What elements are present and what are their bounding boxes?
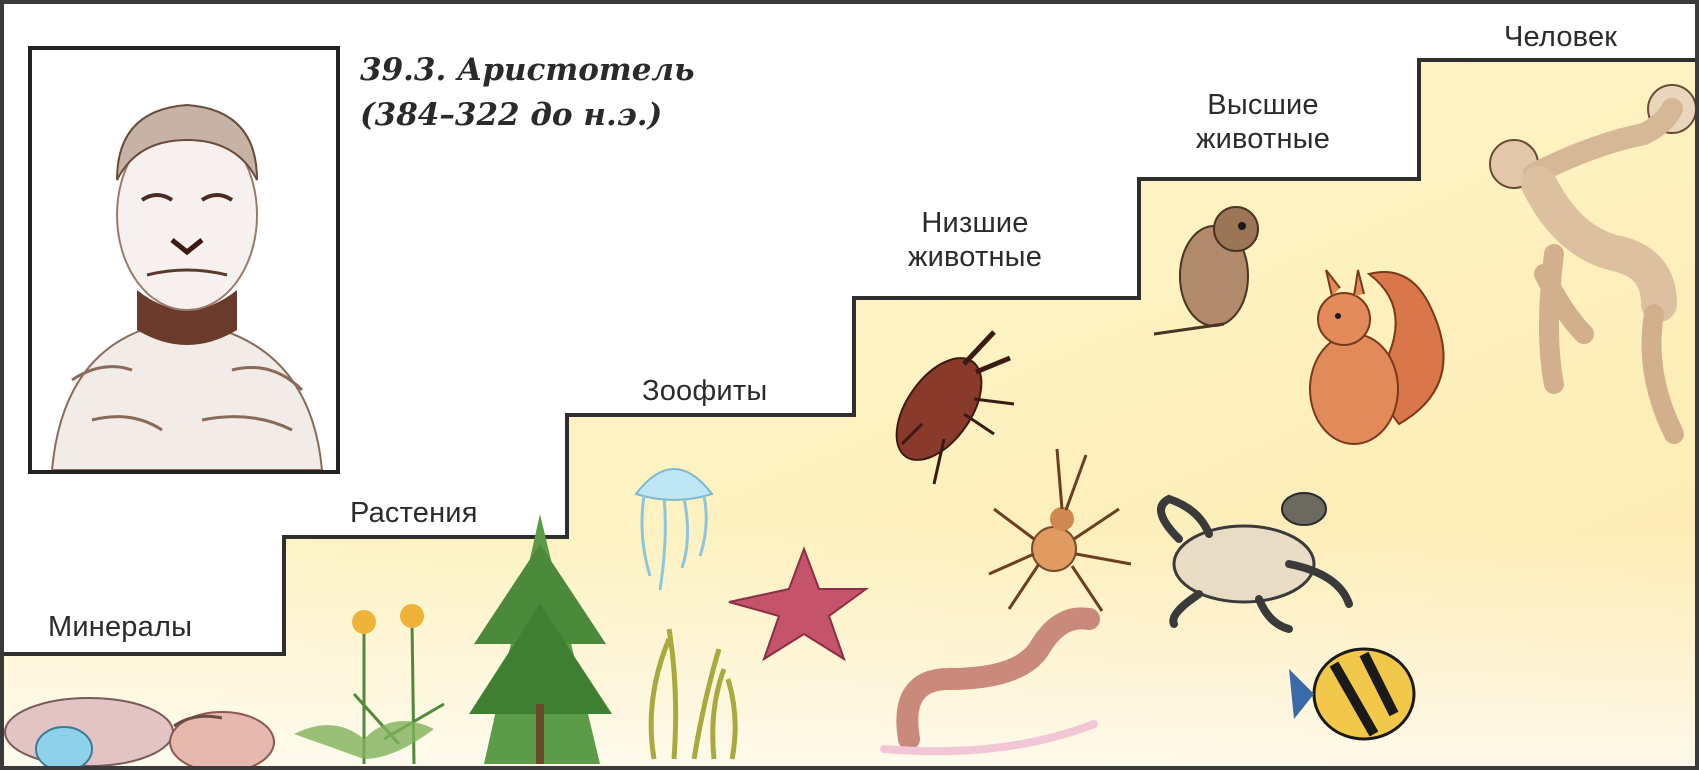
caption-dates: (384–322 до н.э.) <box>360 93 695 138</box>
step-label-higher-animals: Высшие животные <box>1196 88 1330 156</box>
step-label-higher-animals-line1: Высшие <box>1196 88 1330 122</box>
aristotle-portrait <box>28 46 340 474</box>
step-label-human: Человек <box>1504 20 1617 54</box>
figure-caption: 39.3. Аристотель (384–322 до н.э.) <box>360 48 695 138</box>
step-label-plants: Растения <box>350 496 478 530</box>
step-label-lower-animals-line1: Низшие <box>908 206 1042 240</box>
step-label-zoophytes: Зоофиты <box>642 374 767 408</box>
step-label-higher-animals-line2: животные <box>1196 122 1330 156</box>
step-label-minerals: Минералы <box>48 610 192 644</box>
step-label-lower-animals: Низшие животные <box>908 206 1042 274</box>
step-label-lower-animals-line2: животные <box>908 240 1042 274</box>
caption-title: 39.3. Аристотель <box>360 48 695 93</box>
aristotle-bust-icon <box>32 50 336 470</box>
